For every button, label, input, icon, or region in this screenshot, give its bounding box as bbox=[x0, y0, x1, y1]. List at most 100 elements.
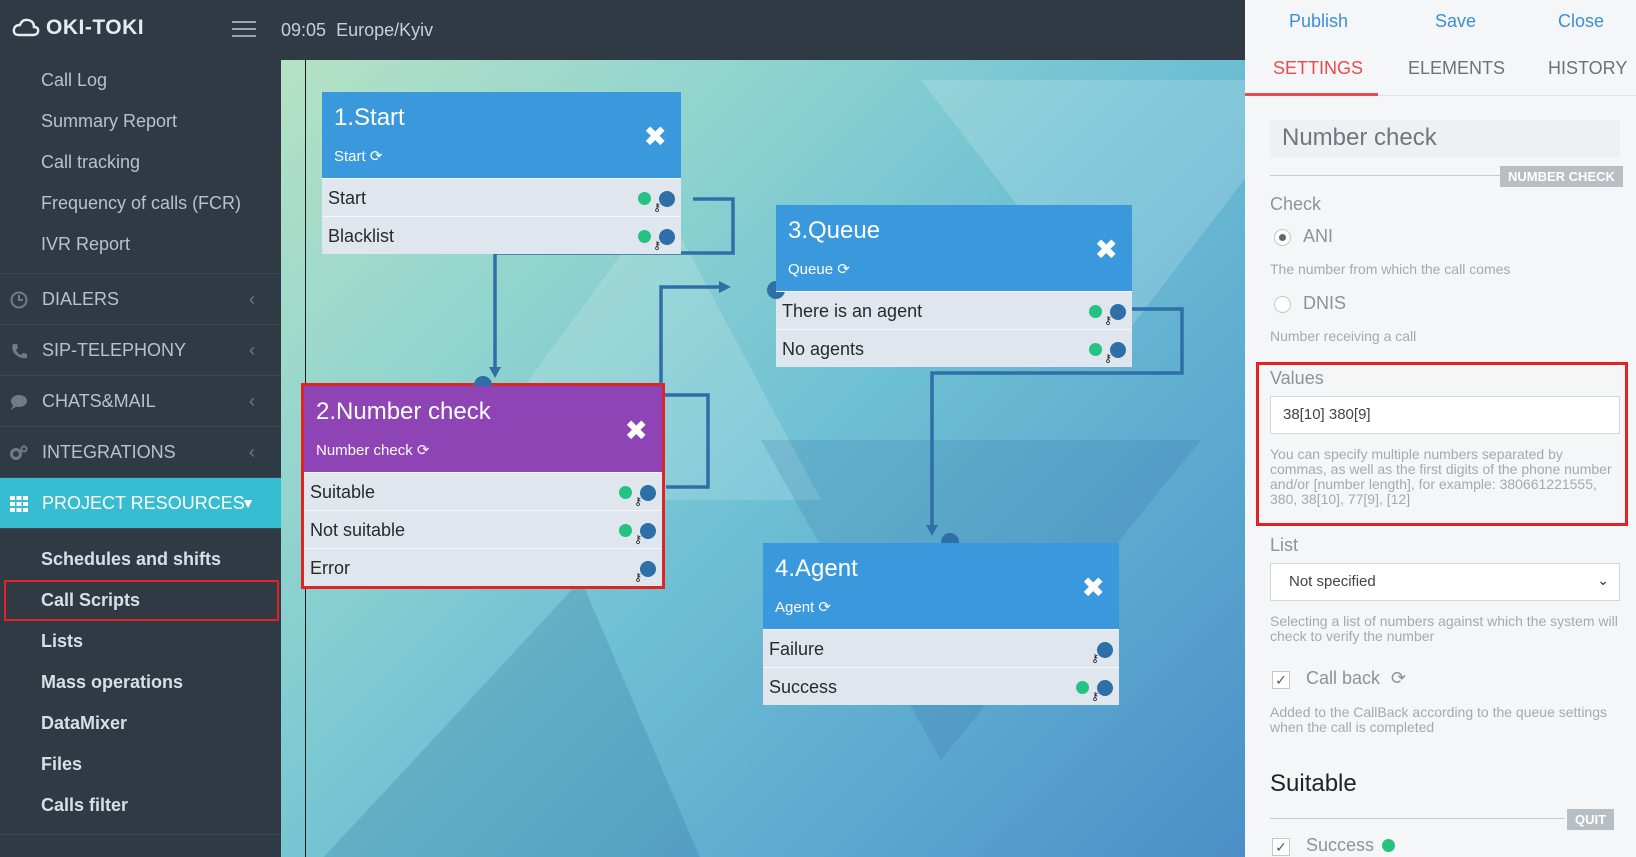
callback-hint: Added to the CallBack according to the q… bbox=[1270, 704, 1607, 735]
node-output-row[interactable]: Not suitable⚷ bbox=[304, 510, 662, 548]
node-header[interactable]: 3.Queue Queue ⟳ ✖ bbox=[776, 205, 1132, 291]
sidebar-item-files[interactable]: Files bbox=[41, 754, 83, 774]
node-type: Queue ⟳ bbox=[788, 261, 850, 278]
refresh-icon[interactable]: ⟳ bbox=[1391, 668, 1407, 688]
link-key-icon: ⚷ bbox=[1103, 315, 1112, 327]
node-output-row[interactable]: Suitable⚷ bbox=[304, 472, 662, 510]
panel-tabs: SETTINGS ELEMENTS HISTORY bbox=[1245, 44, 1636, 96]
sidebar-item-call-log[interactable]: Call Log bbox=[41, 70, 108, 90]
section-label: DIALERS bbox=[42, 289, 120, 309]
list-select[interactable]: Not specified ⌄ bbox=[1270, 563, 1620, 601]
output-port[interactable] bbox=[1097, 642, 1113, 658]
save-button[interactable]: Save bbox=[1435, 11, 1477, 31]
sidebar-item-datamixer[interactable]: DataMixer bbox=[41, 713, 128, 733]
node-queue[interactable]: 3.Queue Queue ⟳ ✖ There is an agent⚷ No … bbox=[767, 205, 1132, 367]
values-highlight bbox=[1256, 362, 1628, 526]
node-header[interactable]: 4.Agent Agent ⟳ ✖ bbox=[763, 543, 1119, 629]
dnis-hint: Number receiving a call bbox=[1270, 328, 1417, 344]
close-icon[interactable]: ✖ bbox=[1081, 572, 1105, 603]
sidebar-section-chats-mail[interactable]: CHATS&MAIL ‹ bbox=[0, 376, 281, 427]
list-selected-value: Not specified bbox=[1289, 573, 1376, 590]
node-number-check[interactable]: 2.Number check Number check ⟳ ✖ Suitable… bbox=[301, 376, 665, 589]
separator bbox=[1270, 175, 1500, 176]
link-key-icon: ⚷ bbox=[633, 496, 642, 508]
script-canvas[interactable]: 1.Start Start ⟳ ✖ Start⚷ Blacklist⚷ 2.Nu… bbox=[281, 60, 1245, 857]
sidebar-item-ivr-report[interactable]: IVR Report bbox=[41, 234, 131, 254]
chevron-left-icon: ‹ bbox=[249, 340, 255, 360]
list-hint: Selecting a list of numbers against whic… bbox=[1270, 613, 1618, 644]
callback-label: Call back ⟳ bbox=[1306, 668, 1407, 688]
sidebar-item-fcr[interactable]: Frequency of calls (FCR) bbox=[41, 193, 242, 213]
node-header[interactable]: 1.Start Start ⟳ ✖ bbox=[322, 92, 681, 178]
sidebar-item-schedules[interactable]: Schedules and shifts bbox=[41, 549, 222, 569]
sidebar-item-mass-operations[interactable]: Mass operations bbox=[41, 672, 184, 692]
node-title: 1.Start bbox=[334, 104, 405, 131]
status-dot-icon bbox=[1089, 305, 1102, 318]
node-output-row[interactable]: There is an agent⚷ bbox=[776, 291, 1132, 329]
node-output-row[interactable]: Success⚷ bbox=[763, 667, 1119, 705]
link-key-icon: ⚷ bbox=[1090, 653, 1099, 665]
link-key-icon: ⚷ bbox=[633, 572, 642, 584]
section-label: INTEGRATIONS bbox=[42, 442, 176, 462]
sidebar-section-sip-telephony[interactable]: SIP-TELEPHONY ‹ bbox=[0, 325, 281, 376]
list-label: List bbox=[1270, 535, 1299, 555]
node-agent[interactable]: 4.Agent Agent ⟳ ✖ Failure⚷ Success⚷ bbox=[763, 533, 1119, 705]
hamburger-menu-icon[interactable] bbox=[232, 21, 256, 39]
refresh-icon[interactable]: ⟳ bbox=[818, 599, 831, 616]
refresh-icon[interactable]: ⟳ bbox=[369, 148, 383, 165]
status-dot-icon bbox=[619, 524, 632, 537]
close-icon[interactable]: ✖ bbox=[1094, 234, 1118, 265]
active-tab-indicator bbox=[1245, 93, 1378, 96]
sidebar-section-dialers[interactable]: DIALERS ‹ bbox=[0, 274, 281, 325]
output-port[interactable] bbox=[1110, 304, 1126, 320]
values-label: Values bbox=[1270, 368, 1324, 388]
callback-checkbox[interactable]: ✓ bbox=[1272, 671, 1290, 689]
values-hint: You can specify multiple numbers separat… bbox=[1270, 446, 1612, 507]
node-type: Start ⟳ bbox=[334, 148, 383, 165]
tab-history[interactable]: HISTORY bbox=[1548, 58, 1628, 78]
status-dot-icon bbox=[638, 230, 651, 243]
output-port[interactable] bbox=[640, 523, 656, 539]
sidebar-section-project-resources[interactable]: PROJECT RESOURCES ▼ bbox=[0, 478, 281, 529]
sidebar-item-summary-report[interactable]: Summary Report bbox=[41, 111, 178, 131]
ani-radio[interactable] bbox=[1274, 229, 1291, 246]
section-label: SIP-TELEPHONY bbox=[42, 340, 187, 360]
output-port[interactable] bbox=[640, 485, 656, 501]
close-icon[interactable]: ✖ bbox=[624, 415, 648, 446]
element-type-badge: NUMBER CHECK bbox=[1500, 166, 1623, 187]
tab-elements[interactable]: ELEMENTS bbox=[1408, 58, 1506, 78]
output-port[interactable] bbox=[1110, 342, 1126, 358]
output-port[interactable] bbox=[659, 191, 675, 207]
output-port[interactable] bbox=[1097, 680, 1113, 696]
refresh-icon[interactable]: ⟳ bbox=[837, 261, 850, 278]
close-button[interactable]: Close bbox=[1558, 11, 1605, 31]
quit-badge: QUIT bbox=[1567, 809, 1615, 830]
sidebar-item-calls-filter[interactable]: Calls filter bbox=[41, 795, 129, 815]
logo[interactable]: OKI-TOKI bbox=[12, 16, 144, 40]
node-header[interactable]: 2.Number check Number check ⟳ ✖ bbox=[304, 386, 662, 472]
node-start[interactable]: 1.Start Start ⟳ ✖ Start⚷ Blacklist⚷ bbox=[322, 92, 681, 254]
refresh-icon[interactable]: ⟳ bbox=[416, 442, 430, 459]
sidebar-item-lists[interactable]: Lists bbox=[41, 631, 84, 651]
connection-lines bbox=[489, 197, 1184, 536]
output-port[interactable] bbox=[659, 229, 675, 245]
sidebar-section-integrations[interactable]: INTEGRATIONS ‹ bbox=[0, 427, 281, 478]
node-output-row[interactable]: Failure⚷ bbox=[763, 629, 1119, 667]
close-icon[interactable]: ✖ bbox=[643, 121, 667, 152]
publish-button[interactable]: Publish bbox=[1289, 11, 1349, 31]
element-name-input[interactable]: Number check bbox=[1270, 120, 1620, 158]
dnis-radio[interactable] bbox=[1274, 296, 1291, 313]
node-output-row[interactable]: Blacklist⚷ bbox=[322, 216, 681, 254]
status-dot-icon bbox=[1089, 343, 1102, 356]
output-port[interactable] bbox=[640, 561, 656, 577]
node-output-row[interactable]: Error⚷ bbox=[304, 548, 662, 586]
sidebar-item-call-scripts[interactable]: Call Scripts bbox=[4, 580, 279, 621]
node-output-row[interactable]: Start⚷ bbox=[322, 178, 681, 216]
sidebar: Call Log Summary Report Call tracking Fr… bbox=[0, 60, 281, 857]
node-output-row[interactable]: No agents⚷ bbox=[776, 329, 1132, 367]
values-input[interactable]: 38[10] 380[9] bbox=[1270, 396, 1620, 434]
sidebar-item-call-tracking[interactable]: Call tracking bbox=[41, 152, 141, 172]
tab-settings[interactable]: SETTINGS bbox=[1273, 58, 1364, 78]
success-checkbox[interactable]: ✓ bbox=[1272, 838, 1290, 856]
clock-display: 09:05 Europe/Kyiv bbox=[281, 20, 433, 41]
